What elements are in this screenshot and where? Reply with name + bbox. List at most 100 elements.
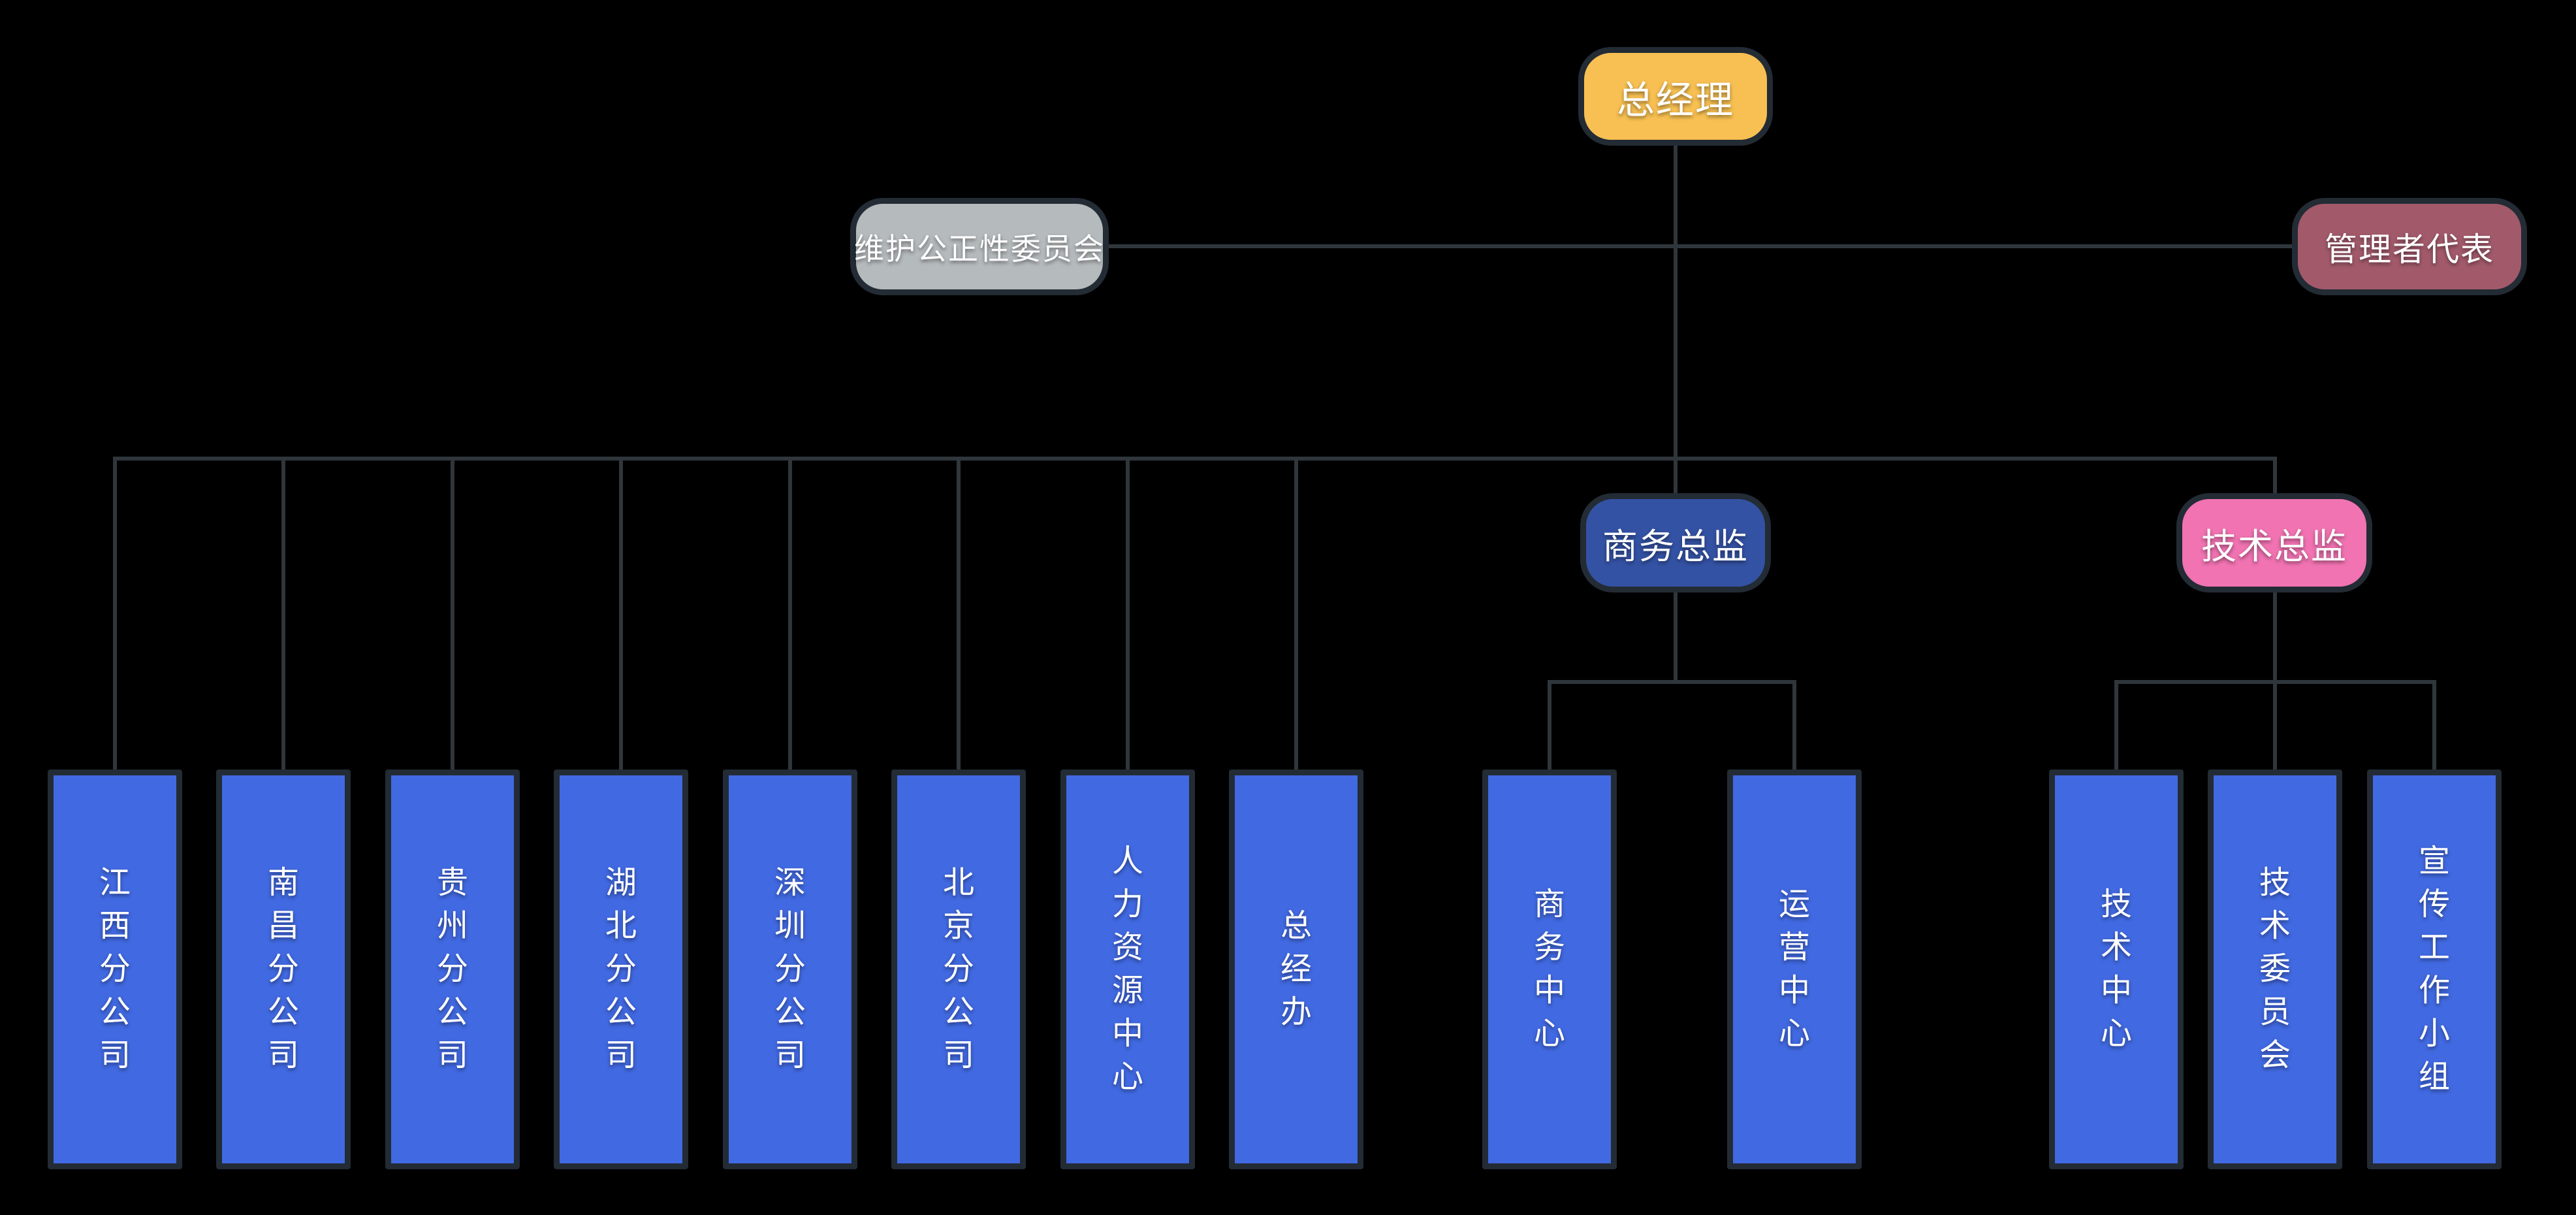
org-node-label-char: 员: [2259, 995, 2291, 1029]
org-node-label: 总经理: [1616, 78, 1734, 122]
org-node-business-director[interactable]: 商务总监: [1580, 493, 1771, 592]
connector-line-14: [1548, 680, 1796, 684]
org-node-label-char: 公: [436, 995, 468, 1029]
org-node-label-char: 技: [2100, 887, 2132, 922]
org-node-impartiality-committee[interactable]: 维护公正性委员会: [850, 198, 1109, 295]
org-node-label-char: 贵: [436, 866, 468, 900]
connector-line-15: [1548, 680, 1551, 770]
org-node-label-char: 办: [1280, 995, 1312, 1029]
org-node-label-char: 西: [99, 909, 131, 943]
org-node-hubei-branch[interactable]: 湖北分公司: [554, 770, 688, 1169]
org-node-publicity-workgroup[interactable]: 宣传工作小组: [2367, 770, 2502, 1169]
org-node-label-char: 司: [942, 1038, 974, 1073]
org-node-label-char: 工: [2418, 930, 2450, 965]
org-node-label-char: 南: [267, 866, 299, 900]
org-node-label: 技术总监: [2201, 526, 2347, 566]
connector-line-4: [281, 457, 285, 770]
org-node-label-char: 作: [2418, 973, 2450, 1008]
connector-line-16: [1792, 680, 1796, 770]
org-node-label-char: 公: [774, 995, 806, 1029]
org-node-technical-committee[interactable]: 技术委员会: [2208, 770, 2342, 1169]
org-node-label-char: 公: [99, 995, 131, 1029]
org-node-label: 管理者代表: [2325, 231, 2494, 268]
org-node-label-char: 力: [1111, 887, 1143, 922]
connector-line-0: [1674, 146, 1678, 461]
org-node-label-char: 心: [1111, 1060, 1143, 1094]
org-node-technical-director[interactable]: 技术总监: [2176, 493, 2372, 592]
org-node-shenzhen-branch[interactable]: 深圳分公司: [723, 770, 857, 1169]
org-node-label-char: 人: [1111, 844, 1143, 879]
org-node-label: 商务总监: [1602, 526, 1749, 566]
org-node-label-char: 运: [1778, 887, 1810, 922]
org-node-label-char: 分: [605, 952, 637, 986]
org-node-technology-center[interactable]: 技术中心: [2049, 770, 2184, 1169]
connector-line-11: [1674, 457, 1678, 493]
org-node-label-char: 州: [436, 909, 468, 943]
org-node-label-char: 江: [99, 866, 131, 900]
org-node-label-char: 中: [1533, 973, 1565, 1008]
org-node-label-char: 务: [1533, 930, 1565, 965]
org-node-label-char: 中: [1111, 1016, 1143, 1051]
connector-line-6: [619, 457, 623, 770]
org-node-label-char: 司: [605, 1038, 637, 1073]
org-node-label-char: 公: [942, 995, 974, 1029]
org-node-label-char: 分: [942, 952, 974, 986]
org-node-label-char: 术: [2259, 909, 2291, 943]
org-node-label-char: 北: [942, 866, 974, 900]
org-node-label-char: 湖: [605, 866, 637, 900]
org-node-label-char: 经: [1280, 952, 1312, 986]
org-node-label-char: 分: [267, 952, 299, 986]
org-node-gm-office[interactable]: 总经办: [1229, 770, 1363, 1169]
org-node-label-char: 心: [2100, 1016, 2132, 1051]
org-node-label-char: 传: [2418, 887, 2450, 922]
org-node-label-char: 分: [436, 952, 468, 986]
org-node-operations-center[interactable]: 运营中心: [1727, 770, 1862, 1169]
org-node-label-char: 司: [267, 1038, 299, 1073]
org-node-label-char: 资: [1111, 930, 1143, 965]
org-node-label-char: 总: [1280, 909, 1312, 943]
org-node-label-char: 技: [2259, 866, 2291, 900]
connector-line-1: [1109, 244, 2292, 248]
org-node-business-center[interactable]: 商务中心: [1482, 770, 1617, 1169]
org-node-label-char: 公: [267, 995, 299, 1029]
org-node-general-manager[interactable]: 总经理: [1578, 47, 1773, 146]
org-node-guizhou-branch[interactable]: 贵州分公司: [385, 770, 520, 1169]
org-node-label-char: 中: [2100, 973, 2132, 1008]
org-node-label-char: 宣: [2418, 844, 2450, 879]
org-node-label-char: 术: [2100, 930, 2132, 965]
org-node-label-char: 司: [99, 1038, 131, 1073]
org-node-label-char: 分: [99, 952, 131, 986]
org-node-label-char: 心: [1778, 1016, 1810, 1051]
connector-line-2: [113, 457, 2277, 461]
org-node-label-char: 会: [2259, 1038, 2291, 1073]
org-node-label-char: 商: [1533, 887, 1565, 922]
org-node-label-char: 公: [605, 995, 637, 1029]
connector-line-3: [113, 457, 117, 770]
org-node-label-char: 心: [1533, 1016, 1565, 1051]
org-node-label-char: 组: [2418, 1060, 2450, 1094]
connector-line-19: [2114, 680, 2118, 770]
org-node-label-char: 源: [1111, 973, 1143, 1008]
connector-line-20: [2432, 680, 2436, 770]
org-node-label-char: 司: [436, 1038, 468, 1073]
org-node-label-char: 圳: [774, 909, 806, 943]
org-node-label-char: 小: [2418, 1016, 2450, 1051]
org-node-hr-center[interactable]: 人力资源中心: [1060, 770, 1195, 1169]
org-node-label-char: 北: [605, 909, 637, 943]
connector-line-9: [1126, 457, 1130, 770]
connector-line-7: [788, 457, 792, 770]
org-node-management-representative[interactable]: 管理者代表: [2292, 198, 2527, 295]
connector-line-10: [1294, 457, 1298, 770]
connector-line-12: [2273, 457, 2277, 493]
org-node-label-char: 委: [2259, 952, 2291, 986]
org-node-label-char: 京: [942, 909, 974, 943]
org-node-label-char: 分: [774, 952, 806, 986]
org-node-nanchang-branch[interactable]: 南昌分公司: [216, 770, 351, 1169]
connector-line-18: [2114, 680, 2436, 684]
org-node-beijing-branch[interactable]: 北京分公司: [891, 770, 1026, 1169]
org-node-label-char: 营: [1778, 930, 1810, 965]
org-node-jiangxi-branch[interactable]: 江西分公司: [48, 770, 182, 1169]
org-node-label-char: 深: [774, 866, 806, 900]
org-node-label: 维护公正性委员会: [854, 231, 1105, 266]
